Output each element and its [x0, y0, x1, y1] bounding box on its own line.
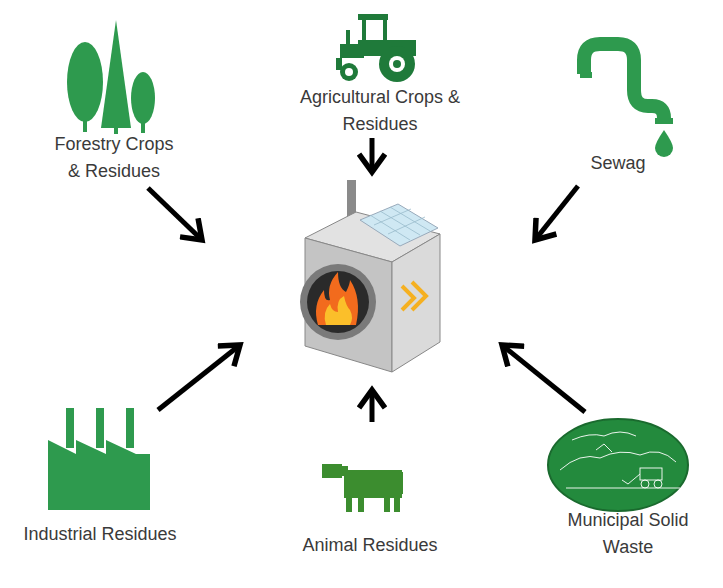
source-label: Sewag: [578, 150, 658, 177]
tractor-icon: [336, 14, 416, 82]
sewage-pipe-icon: [580, 44, 673, 157]
source-label: Industrial Residues: [5, 521, 195, 548]
flow-arrows: [148, 138, 585, 422]
boiler-furnace: [300, 180, 440, 372]
source-label: Municipal Solid Waste: [558, 507, 698, 561]
source-label: Forestry Crops & Residues: [46, 131, 182, 185]
trees-icon: [67, 20, 155, 134]
landfill-icon: [548, 419, 688, 511]
source-label: Animal Residues: [280, 532, 460, 559]
source-label: Agricultural Crops & Residues: [278, 84, 482, 138]
cow-icon: [322, 464, 403, 512]
factory-icon: [48, 408, 150, 510]
